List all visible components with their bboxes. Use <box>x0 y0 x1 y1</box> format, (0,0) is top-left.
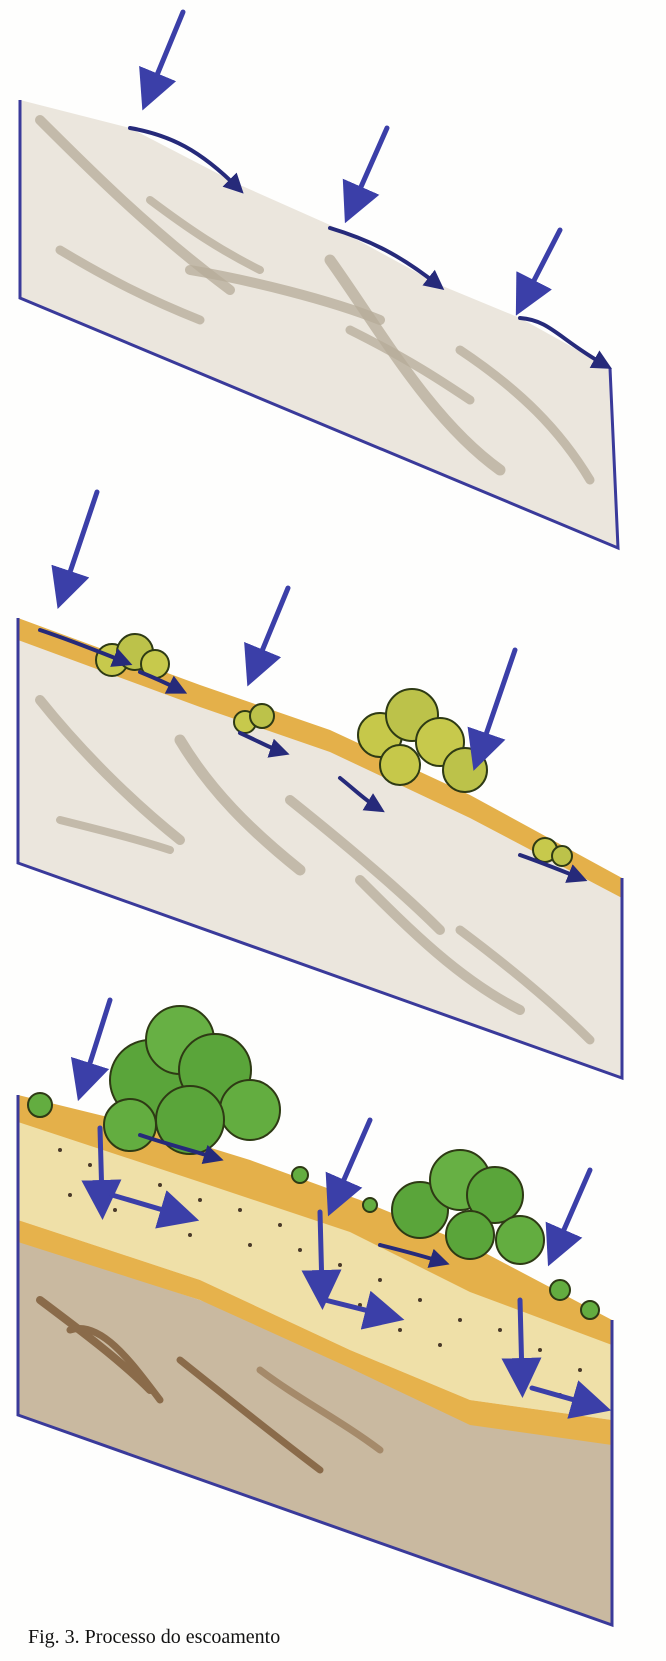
panel-bare-rock <box>20 12 618 548</box>
rain-arrow-1 <box>84 1000 110 1082</box>
rain-arrow-3 <box>480 650 515 752</box>
rock-block <box>20 100 618 548</box>
rain-arrow-3 <box>525 230 560 298</box>
rain-arrow-1 <box>64 492 97 590</box>
rain-arrow-3 <box>556 1170 590 1248</box>
rain-arrow-2 <box>353 128 387 205</box>
infiltration-arrow-1 <box>100 1128 102 1200</box>
panel-thin-soil <box>18 492 622 1078</box>
infiltration-arrow-3 <box>520 1300 522 1378</box>
rain-arrow-2 <box>336 1120 370 1198</box>
panel-deep-soil <box>18 1000 612 1625</box>
rain-arrow-1 <box>150 12 183 92</box>
rain-arrow-2 <box>255 588 288 668</box>
figure-caption: Fig. 3. Processo do escoamento <box>28 1626 280 1649</box>
infiltration-arrow-2 <box>320 1212 322 1290</box>
